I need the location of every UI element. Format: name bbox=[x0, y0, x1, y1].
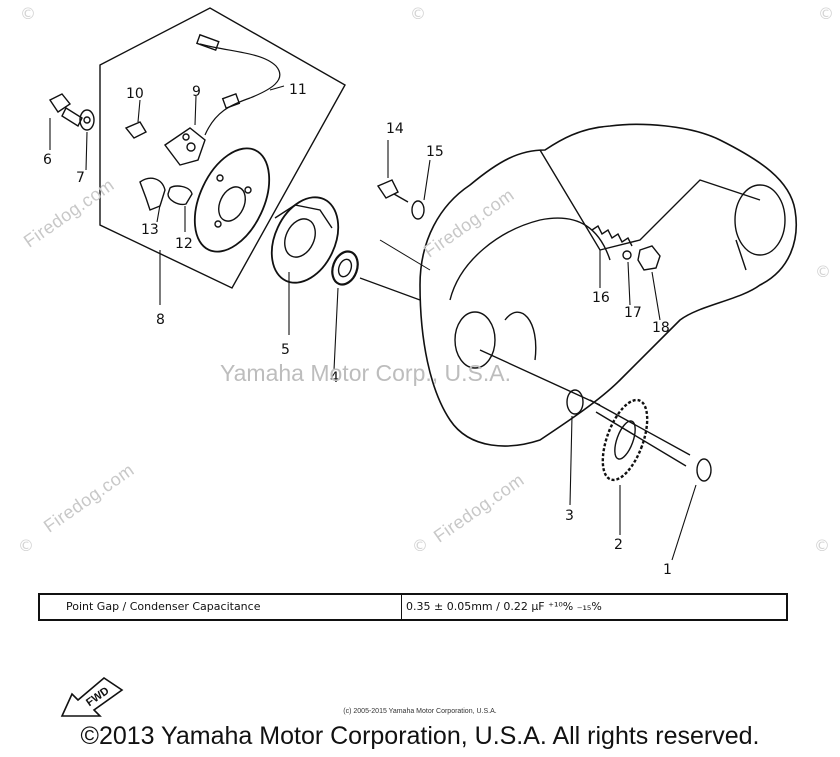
watermark-copyright-mark: © bbox=[412, 536, 428, 555]
watermark-copyright-mark: © bbox=[818, 4, 834, 23]
shaft bbox=[479, 349, 691, 467]
part-15-label: 15 bbox=[426, 144, 444, 160]
washer-15 bbox=[411, 200, 425, 220]
bolt-14 bbox=[376, 179, 409, 203]
gear-2 bbox=[601, 398, 649, 482]
bolt-6 bbox=[48, 93, 83, 128]
part-6-label: 6 bbox=[43, 152, 52, 168]
rotor bbox=[270, 196, 340, 284]
part-13-label: 13 bbox=[141, 222, 159, 238]
condenser bbox=[167, 185, 193, 206]
spec-label: Point Gap / Condenser Capacitance bbox=[40, 595, 402, 619]
wire-terminal bbox=[195, 33, 220, 52]
part-7-label: 7 bbox=[76, 170, 85, 186]
oil-seal bbox=[331, 250, 359, 286]
cap-nut-18 bbox=[637, 245, 661, 271]
part-2-label: 2 bbox=[614, 537, 623, 553]
ball-17 bbox=[622, 250, 632, 260]
center-watermark: Yamaha Motor Corp., U.S.A. bbox=[220, 360, 512, 386]
part-17-label: 17 bbox=[624, 305, 642, 321]
part-14-label: 14 bbox=[386, 121, 404, 137]
washer-3 bbox=[566, 389, 584, 415]
part-9-label: 9 bbox=[192, 84, 201, 100]
clamp bbox=[139, 177, 166, 211]
watermark-copyright-mark: © bbox=[410, 4, 426, 23]
watermark-copyright-mark: © bbox=[20, 4, 36, 23]
part-10-label: 10 bbox=[126, 86, 144, 102]
fwd-arrow-icon: FWD bbox=[60, 677, 124, 717]
copyright-notice: ©2013 Yamaha Motor Corporation, U.S.A. A… bbox=[80, 722, 760, 750]
part-12-label: 12 bbox=[175, 236, 193, 252]
part-5-label: 5 bbox=[281, 342, 290, 358]
watermark-copyright-mark: © bbox=[18, 536, 34, 555]
part-3-label: 3 bbox=[565, 508, 574, 524]
part-8-label: 8 bbox=[156, 312, 165, 328]
spring-16 bbox=[591, 224, 633, 247]
spec-value: 0.35 ± 0.05mm / 0.22 μF ⁺¹⁰% ₋₁₅% bbox=[406, 600, 602, 613]
part-4-label: 4 bbox=[330, 370, 339, 386]
screw-10 bbox=[124, 121, 147, 139]
washer-7 bbox=[79, 109, 95, 131]
parts-diagram bbox=[48, 7, 797, 561]
watermark-copyright-mark: © bbox=[814, 536, 830, 555]
small-copyright: (c) 2005-2015 Yamaha Motor Corporation, … bbox=[343, 708, 497, 715]
crankcase bbox=[419, 123, 797, 447]
contact-breaker bbox=[164, 127, 206, 166]
watermark-copyright-mark: © bbox=[815, 262, 831, 281]
part-16-label: 16 bbox=[592, 290, 610, 306]
part-1-label: 1 bbox=[663, 562, 672, 578]
part-18-label: 18 bbox=[652, 320, 670, 336]
spec-table: Point Gap / Condenser Capacitance 0.35 ±… bbox=[38, 593, 788, 621]
stator-plate bbox=[193, 147, 271, 253]
washer-1 bbox=[696, 458, 712, 482]
lead-wire bbox=[199, 43, 281, 136]
part-11-label: 11 bbox=[289, 82, 307, 98]
assembly-box bbox=[99, 7, 346, 289]
wire-grommet bbox=[221, 93, 241, 109]
